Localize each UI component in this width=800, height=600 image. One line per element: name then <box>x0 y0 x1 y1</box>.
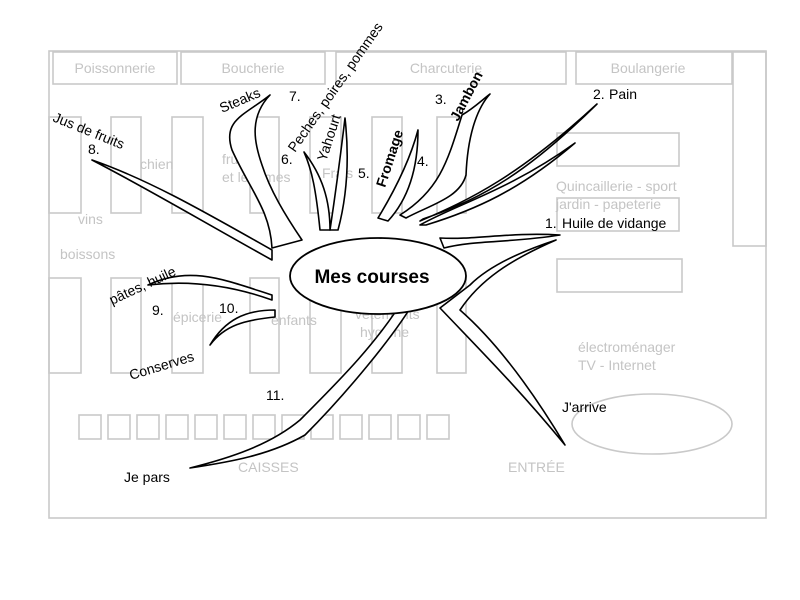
shelf <box>110 116 142 214</box>
dept-boissons: boissons <box>60 246 115 262</box>
shelf <box>48 116 82 214</box>
checkout-lanes <box>78 414 450 440</box>
item-number-yahourt: 5. <box>358 165 370 181</box>
item-label-conserves: Conserves <box>127 348 196 383</box>
dept-quincaillerie-line2: jardin - papeterie <box>555 196 661 212</box>
shelf-right-low <box>556 258 683 293</box>
side-counter-right <box>732 51 767 247</box>
dept-boucherie: Boucherie <box>221 60 284 76</box>
checkout-lane <box>165 414 189 440</box>
shelf-right-top <box>556 132 680 167</box>
item-number-pain: 2. <box>593 86 605 102</box>
item-number-je-pars: 11. <box>266 387 284 403</box>
dept-vins: vins <box>78 211 103 227</box>
checkout-lane <box>368 414 392 440</box>
dept-electromenager-line2: TV - Internet <box>578 357 656 373</box>
center-title: Mes courses <box>314 267 429 288</box>
branch-je-pars <box>189 291 416 469</box>
counter-boulangerie <box>575 51 733 85</box>
dept-quincaillerie-line1: Quincaillerie - sport <box>556 178 677 194</box>
item-label-jarrive: J'arrive <box>562 399 607 415</box>
item-number-jus: 8. <box>88 141 100 157</box>
branch-peches <box>303 151 331 231</box>
checkout-lane <box>136 414 160 440</box>
dept-chien: chien <box>140 156 173 172</box>
center-bubble <box>289 237 467 315</box>
branch-yahourt <box>329 117 349 231</box>
branch-huile-vidange <box>439 233 561 249</box>
dept-caisses: CAISSES <box>238 459 299 475</box>
dept-electromenager-line1: électroménager <box>578 339 676 355</box>
item-number-huile-vidange: 1. <box>545 215 557 231</box>
dept-poissonnerie: Poissonnerie <box>75 60 156 76</box>
checkout-lane <box>107 414 131 440</box>
checkout-lane <box>426 414 450 440</box>
checkout-lane <box>339 414 363 440</box>
item-number-peches: 6. <box>281 151 293 167</box>
item-number-conserves: 10. <box>219 300 238 316</box>
item-label-pates: pâtes, huile <box>107 263 179 308</box>
counter-poissonnerie <box>52 51 178 85</box>
mind-map-branches <box>91 93 598 469</box>
entrance-area <box>571 393 733 455</box>
branch-steaks <box>228 94 303 249</box>
checkout-lane <box>223 414 247 440</box>
dept-boulangerie: Boulangerie <box>611 60 686 76</box>
dept-charcuterie: Charcuterie <box>410 60 483 76</box>
shelf <box>110 277 142 374</box>
dept-enfants: enfants <box>271 312 317 328</box>
dept-entree: ENTRÉE <box>508 459 565 475</box>
branch-jarrive <box>439 239 566 446</box>
branch-pain-lower <box>419 142 576 226</box>
shelf <box>48 277 82 374</box>
item-label-huile-vidange: Huile de vidange <box>562 215 667 231</box>
branch-jus <box>91 159 273 261</box>
branch-pates <box>147 274 273 301</box>
counter-boucherie <box>180 51 326 85</box>
checkout-lane <box>194 414 218 440</box>
dept-epicerie: épicerie <box>173 309 222 325</box>
branch-jambon <box>399 93 491 219</box>
item-number-fromage: 4. <box>417 153 429 169</box>
checkout-lane <box>78 414 102 440</box>
branch-conserves <box>209 309 276 346</box>
shelf-right-mid <box>556 197 680 232</box>
item-number-pates: 9. <box>152 302 164 318</box>
branch-fromage <box>377 129 419 222</box>
counter-charcuterie <box>335 51 567 85</box>
checkout-lane <box>397 414 421 440</box>
branch-pain <box>419 103 598 222</box>
item-label-je-pars: Je pars <box>124 469 170 485</box>
checkout-lane <box>252 414 276 440</box>
shelf <box>249 277 280 374</box>
item-number-steaks: 7. <box>289 88 301 104</box>
item-label-pain: Pain <box>609 86 637 102</box>
item-number-jambon: 3. <box>435 91 447 107</box>
